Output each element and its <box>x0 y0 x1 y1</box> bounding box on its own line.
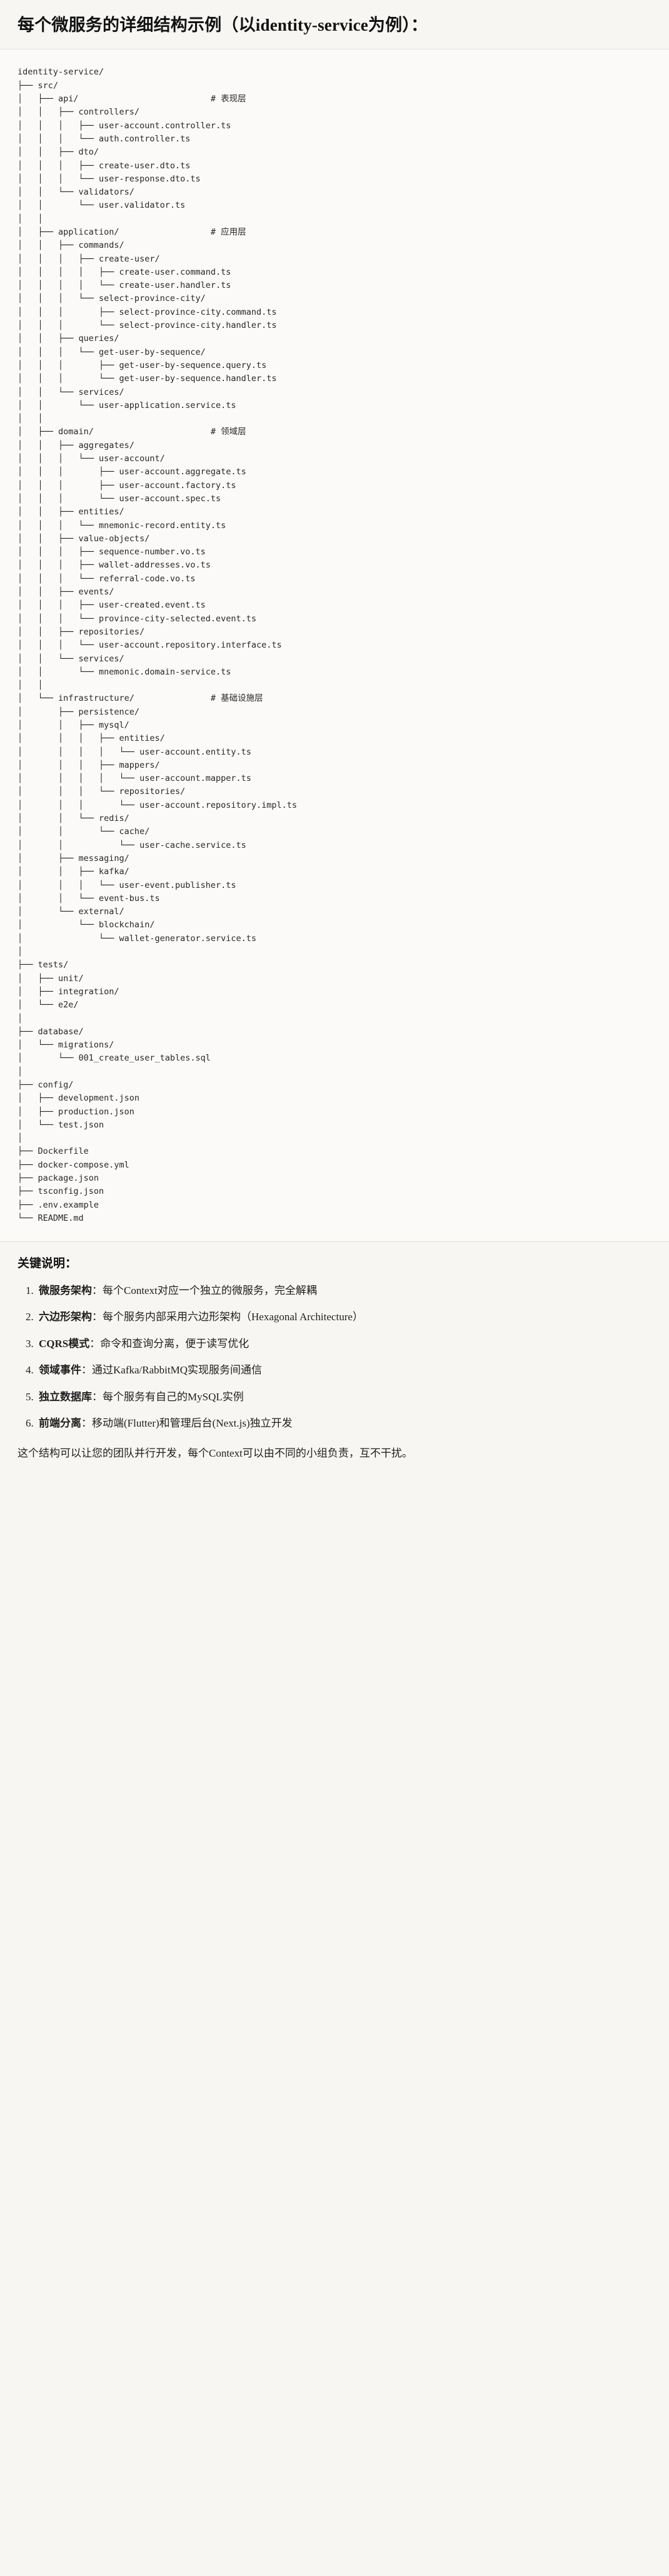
key-note-description: ：每个服务内部采用六边形架构（Hexagonal Architecture） <box>92 1311 363 1323</box>
key-note-item: CQRS模式：命令和查询分离，便于读写优化 <box>36 1336 651 1352</box>
key-note-item: 领域事件：通过Kafka/RabbitMQ实现服务间通信 <box>36 1362 651 1378</box>
key-note-description: ：命令和查询分离，便于读写优化 <box>89 1337 249 1350</box>
key-note-term: CQRS模式 <box>39 1337 90 1350</box>
title-block: 每个微服务的详细结构示例（以identity-service为例）： <box>0 0 669 50</box>
directory-tree-block: identity-service/ ├── src/ │ ├── api/ # … <box>0 49 669 1243</box>
key-note-term: 六边形架构 <box>39 1311 92 1323</box>
key-notes-list: 微服务架构：每个Context对应一个独立的微服务，完全解耦六边形架构：每个服务… <box>18 1283 651 1432</box>
key-note-item: 微服务架构：每个Context对应一个独立的微服务，完全解耦 <box>36 1283 651 1299</box>
key-note-term: 独立数据库 <box>39 1390 92 1403</box>
key-note-description: ：移动端(Flutter)和管理后台(Next.js)独立开发 <box>81 1417 293 1430</box>
key-note-item: 前端分离：移动端(Flutter)和管理后台(Next.js)独立开发 <box>36 1415 651 1432</box>
document-page: 每个微服务的详细结构示例（以identity-service为例）： ident… <box>0 0 669 1478</box>
directory-tree: identity-service/ ├── src/ │ ├── api/ # … <box>18 67 298 1223</box>
key-note-term: 领域事件 <box>39 1364 81 1377</box>
tree-comment: # 基础设施层 <box>210 693 263 704</box>
key-note-item: 六边形架构：每个服务内部采用六边形架构（Hexagonal Architectu… <box>36 1309 651 1325</box>
key-note-description: ：通过Kafka/RabbitMQ实现服务间通信 <box>81 1364 262 1377</box>
tree-comment: # 表现层 <box>210 94 246 104</box>
tree-comment: # 应用层 <box>210 227 246 237</box>
page-title: 每个微服务的详细结构示例（以identity-service为例）： <box>18 16 428 34</box>
key-note-item: 独立数据库：每个服务有自己的MySQL实例 <box>36 1389 651 1405</box>
key-note-description: ：每个服务有自己的MySQL实例 <box>92 1390 244 1403</box>
key-note-term: 微服务架构 <box>39 1284 92 1296</box>
closing-paragraph: 这个结构可以让您的团队并行开发，每个Context可以由不同的小组负责，互不干扰… <box>18 1447 413 1459</box>
tree-comment: # 领域层 <box>210 427 246 437</box>
key-notes-block: 关键说明： 微服务架构：每个Context对应一个独立的微服务，完全解耦六边形架… <box>0 1242 669 1479</box>
key-note-description: ：每个Context对应一个独立的微服务，完全解耦 <box>92 1284 317 1296</box>
key-note-term: 前端分离 <box>39 1417 81 1430</box>
key-notes-heading: 关键说明： <box>18 1257 78 1271</box>
